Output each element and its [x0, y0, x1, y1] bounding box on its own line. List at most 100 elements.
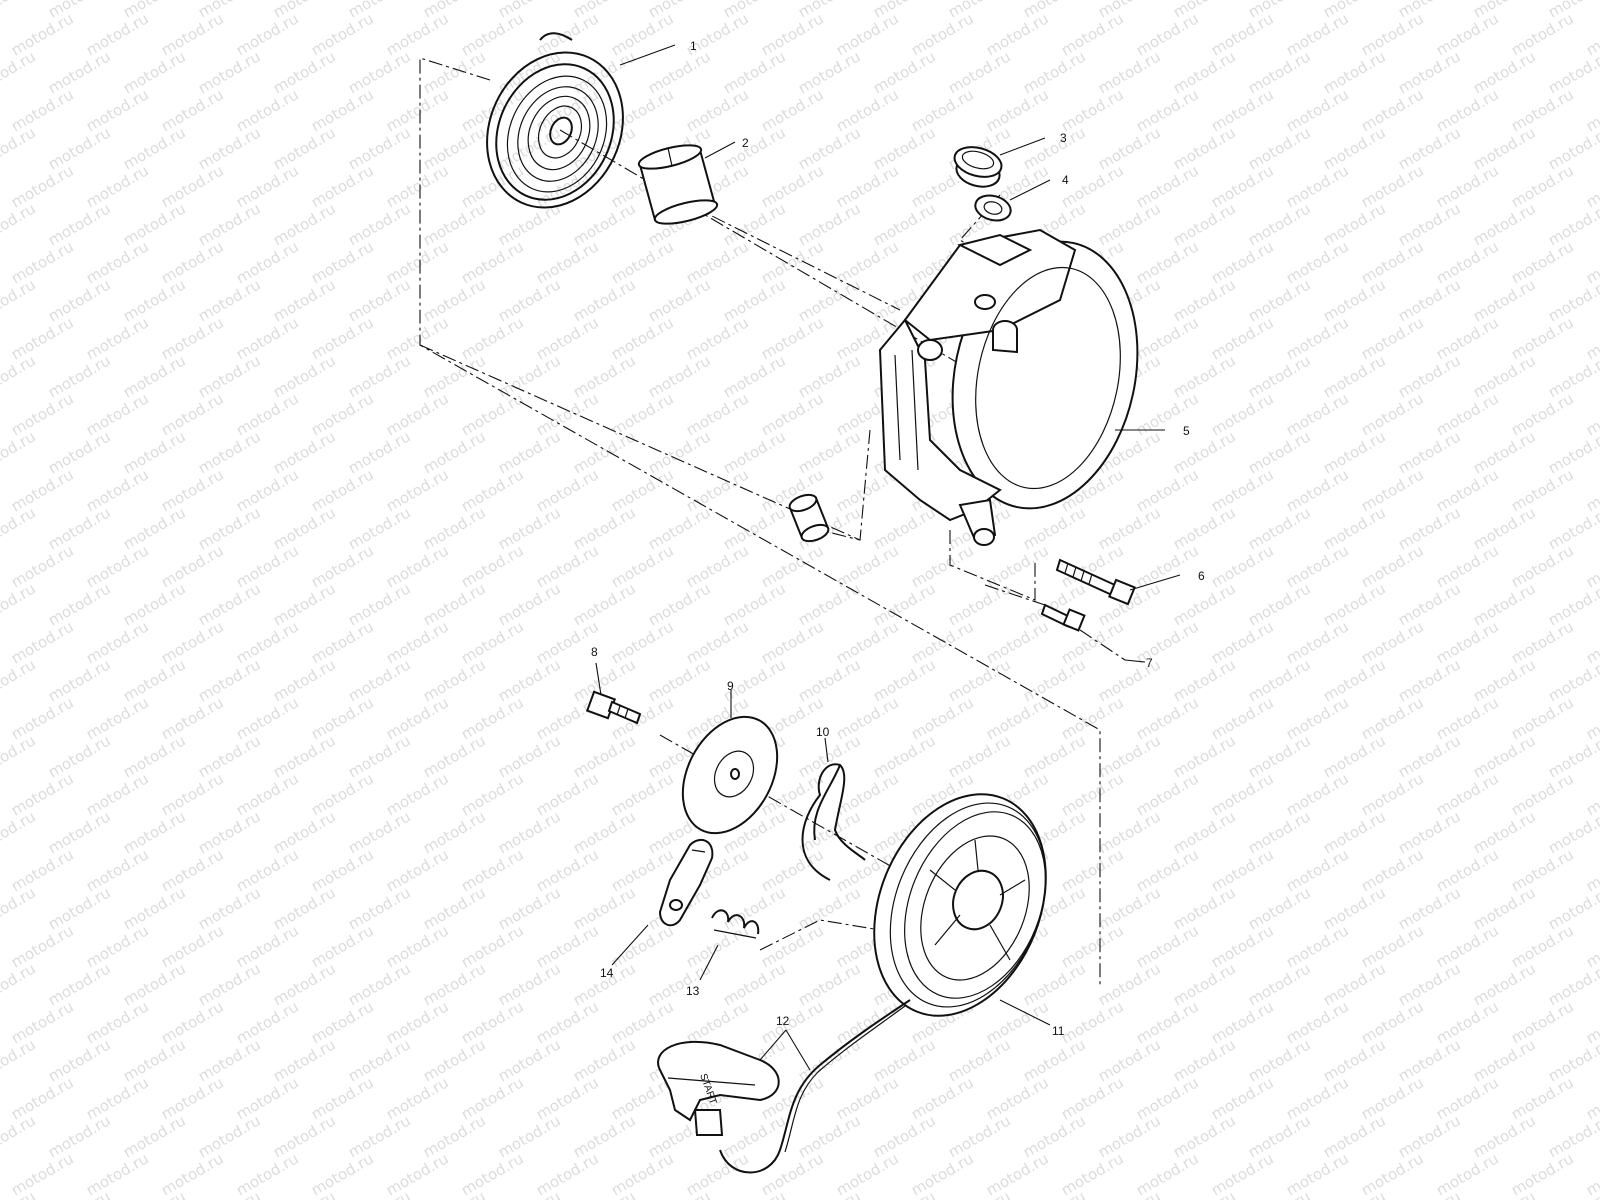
- watermark-text: motod.ru: [608, 845, 677, 895]
- callout-3: 3: [1060, 131, 1067, 145]
- housing-bushing: [788, 493, 830, 543]
- watermark-text: motod.ru: [1170, 199, 1239, 249]
- watermark-text: motod.ru: [495, 655, 564, 705]
- watermark-text: motod.ru: [233, 997, 302, 1047]
- start-handle-and-rope: START: [657, 999, 911, 1174]
- watermark-text: motod.ru: [1020, 503, 1089, 553]
- watermark-text: motod.ru: [1508, 9, 1577, 59]
- watermark-text: motod.ru: [45, 1187, 114, 1200]
- watermark-text: motod.ru: [833, 541, 902, 591]
- watermark-text: motod.ru: [683, 465, 752, 515]
- watermark-text: motod.ru: [1283, 541, 1352, 591]
- watermark-text: motod.ru: [120, 1187, 189, 1200]
- watermark-text: motod.ru: [45, 1111, 114, 1161]
- watermark-text: motod.ru: [570, 503, 639, 553]
- watermark-text: motod.ru: [308, 617, 377, 667]
- watermark-text: motod.ru: [383, 541, 452, 591]
- watermark-text: motod.ru: [120, 731, 189, 781]
- watermark-text: motod.ru: [345, 351, 414, 401]
- callout-12: 12: [776, 1014, 790, 1028]
- watermark-text: motod.ru: [945, 579, 1014, 629]
- watermark-text: motod.ru: [8, 541, 77, 591]
- watermark-text: motod.ru: [308, 921, 377, 971]
- watermark-text: motod.ru: [1283, 161, 1352, 211]
- watermark-text: motod.ru: [1170, 731, 1239, 781]
- ratchet-pawl: [658, 838, 714, 927]
- watermark-text: motod.ru: [1208, 693, 1277, 743]
- watermark-text: motod.ru: [8, 997, 77, 1047]
- watermark-text: motod.ru: [1320, 883, 1389, 933]
- watermark-text: motod.ru: [0, 1111, 39, 1161]
- watermark-text: motod.ru: [45, 351, 114, 401]
- watermark-text: motod.ru: [233, 465, 302, 515]
- watermark-text: motod.ru: [120, 199, 189, 249]
- watermark-text: motod.ru: [0, 503, 39, 553]
- watermark-text: motod.ru: [45, 807, 114, 857]
- watermark-text: motod.ru: [1320, 275, 1389, 325]
- watermark-text: motod.ru: [720, 123, 789, 173]
- watermark-text: motod.ru: [495, 1187, 564, 1200]
- watermark-text: motod.ru: [1433, 997, 1502, 1047]
- watermark-text: motod.ru: [8, 389, 77, 439]
- watermark-text: motod.ru: [308, 313, 377, 363]
- watermark-text: motod.ru: [758, 313, 827, 363]
- watermark-text: motod.ru: [420, 1111, 489, 1161]
- watermark-text: motod.ru: [345, 427, 414, 477]
- watermark-text: motod.ru: [45, 1035, 114, 1085]
- watermark-text: motod.ru: [533, 237, 602, 287]
- watermark-text: motod.ru: [0, 389, 2, 439]
- watermark-text: motod.ru: [345, 959, 414, 1009]
- watermark-text: motod.ru: [383, 693, 452, 743]
- watermark-text: motod.ru: [8, 921, 77, 971]
- watermark-text: motod.ru: [458, 389, 527, 439]
- watermark-text: motod.ru: [795, 1035, 864, 1085]
- watermark-text: motod.ru: [45, 503, 114, 553]
- watermark-text: motod.ru: [233, 845, 302, 895]
- watermark-text: motod.ru: [1170, 123, 1239, 173]
- watermark-text: motod.ru: [1433, 389, 1502, 439]
- watermark-text: motod.ru: [383, 921, 452, 971]
- watermark-text: motod.ru: [1283, 693, 1352, 743]
- watermark-text: motod.ru: [120, 503, 189, 553]
- watermark-text: motod.ru: [1133, 313, 1202, 363]
- watermark-text: motod.ru: [758, 237, 827, 287]
- watermark-text: motod.ru: [1245, 1035, 1314, 1085]
- watermark-text: motod.ru: [1320, 731, 1389, 781]
- watermark-text: motod.ru: [495, 959, 564, 1009]
- watermark-text: motod.ru: [158, 85, 227, 135]
- watermark-text: motod.ru: [1358, 541, 1427, 591]
- watermark-text: motod.ru: [308, 9, 377, 59]
- watermark-text: motod.ru: [120, 47, 189, 97]
- watermark-text: motod.ru: [795, 275, 864, 325]
- watermark-text: motod.ru: [1283, 1073, 1352, 1123]
- watermark-text: motod.ru: [158, 161, 227, 211]
- watermark-text: motod.ru: [683, 313, 752, 363]
- watermark-text: motod.ru: [870, 199, 939, 249]
- watermark-text: motod.ru: [158, 617, 227, 667]
- watermark-text: motod.ru: [795, 123, 864, 173]
- watermark-text: motod.ru: [0, 123, 39, 173]
- watermark-text: motod.ru: [8, 9, 77, 59]
- watermark-text: motod.ru: [233, 769, 302, 819]
- watermark-text: motod.ru: [908, 541, 977, 591]
- watermark-text: motod.ru: [533, 845, 602, 895]
- watermark-text: motod.ru: [1058, 9, 1127, 59]
- watermark-text: motod.ru: [795, 1187, 864, 1200]
- watermark-text: motod.ru: [1358, 9, 1427, 59]
- watermark-text: motod.ru: [270, 275, 339, 325]
- watermark-text: motod.ru: [1508, 693, 1577, 743]
- watermark-text: motod.ru: [1245, 579, 1314, 629]
- watermark-text: motod.ru: [908, 693, 977, 743]
- watermark-text: motod.ru: [345, 655, 414, 705]
- watermark-text: motod.ru: [1545, 579, 1600, 629]
- watermark-text: motod.ru: [833, 693, 902, 743]
- watermark-text: motod.ru: [608, 313, 677, 363]
- watermark-text: motod.ru: [8, 313, 77, 363]
- watermark-text: motod.ru: [270, 47, 339, 97]
- watermark-text: motod.ru: [120, 655, 189, 705]
- watermark-text: motod.ru: [870, 731, 939, 781]
- watermark-text: motod.ru: [270, 427, 339, 477]
- watermark-text: motod.ru: [1245, 503, 1314, 553]
- watermark-text: motod.ru: [0, 807, 39, 857]
- watermark-text: motod.ru: [420, 959, 489, 1009]
